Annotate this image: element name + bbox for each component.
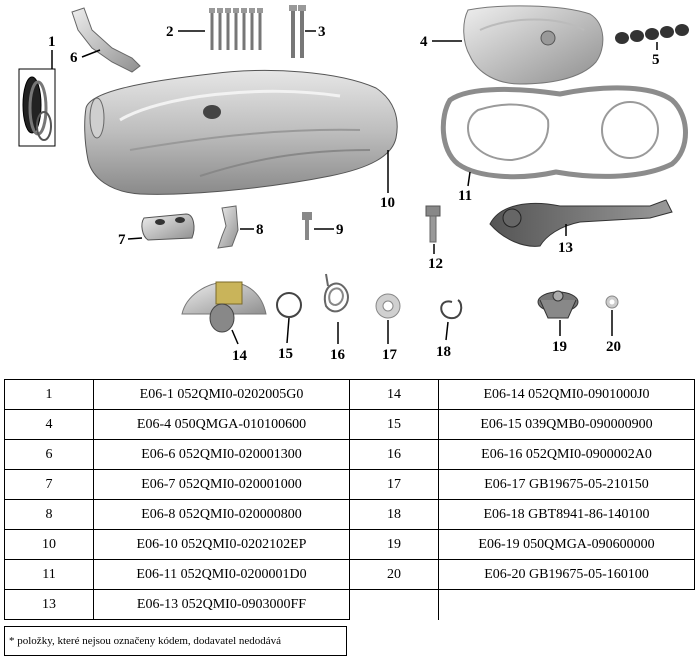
callout-18: 18 [436, 344, 451, 360]
callout-15: 15 [278, 346, 293, 362]
left-part-number: 1 [4, 379, 94, 410]
part-14-gear [181, 281, 267, 333]
callout-6: 6 [70, 50, 78, 66]
right-part-number: 14 [349, 379, 439, 410]
callout-3: 3 [318, 24, 326, 40]
table-row: 6 E06-6 052QMI0-020001300 16 E06-16 052Q… [4, 439, 695, 470]
left-part-code: E06-13 052QMI0-0903000FF [93, 589, 350, 620]
left-part-number: 4 [4, 409, 94, 440]
right-part-code: E06-20 GB19675-05-160100 [438, 559, 695, 590]
table-row: 13 E06-13 052QMI0-0903000FF [4, 589, 695, 620]
part-18-circlip [440, 299, 463, 320]
parts-table: 1 E06-1 052QMI0-0202005G0 14 E06-14 052Q… [4, 379, 695, 620]
left-part-code: E06-8 052QMI0-020000800 [93, 499, 350, 530]
callout-13: 13 [558, 240, 573, 256]
right-part-number: 16 [349, 439, 439, 470]
table-row: 11 E06-11 052QMI0-0200001D0 20 E06-20 GB… [4, 559, 695, 590]
left-part-code: E06-7 052QMI0-020001000 [93, 469, 350, 500]
table-row: 10 E06-10 052QMI0-0202102EP 19 E06-19 05… [4, 529, 695, 560]
part-6-bracket [71, 7, 141, 73]
left-part-code: E06-1 052QMI0-0202005G0 [93, 379, 350, 410]
empty-cell [349, 589, 439, 620]
part-8-bracket [217, 205, 239, 249]
table-row: 8 E06-8 052QMI0-020000800 18 E06-18 GBT8… [4, 499, 695, 530]
part-4-cover-plate [463, 5, 604, 85]
callout-9: 9 [336, 222, 344, 238]
right-part-number: 17 [349, 469, 439, 500]
left-part-number: 6 [4, 439, 94, 470]
right-part-code: E06-18 GBT8941-86-140100 [438, 499, 695, 530]
callout-4: 4 [420, 34, 428, 50]
table-row: 7 E06-7 052QMI0-020001000 17 E06-17 GB19… [4, 469, 695, 500]
right-part-number: 20 [349, 559, 439, 590]
right-part-code: E06-15 039QMB0-090000900 [438, 409, 695, 440]
callout-12: 12 [428, 256, 443, 272]
callout-19: 19 [552, 339, 567, 355]
part-17-washer [375, 293, 401, 319]
footnote: * položky, které nejsou označeny kódem, … [4, 626, 347, 656]
empty-cell [438, 589, 695, 620]
left-part-number: 8 [4, 499, 94, 530]
callout-16: 16 [330, 347, 346, 363]
part-19-bracket [537, 290, 579, 319]
left-part-code: E06-11 052QMI0-0200001D0 [93, 559, 350, 590]
part-10-crankcase-cover [84, 69, 398, 195]
part-2-bolts [209, 8, 263, 50]
part-11-gasket [440, 85, 688, 180]
part-15-o-ring [276, 292, 302, 318]
callout-20: 20 [606, 339, 621, 355]
right-part-code: E06-17 GB19675-05-210150 [438, 469, 695, 500]
part-20-small-washer [605, 295, 619, 309]
right-part-code: E06-14 052QMI0-0901000J0 [438, 379, 695, 410]
part-13-kick-starter [489, 199, 673, 247]
part-12-bolt [425, 205, 441, 243]
part-16-spring [323, 273, 349, 313]
right-part-number: 18 [349, 499, 439, 530]
table-row: 1 E06-1 052QMI0-0202005G0 14 E06-14 052Q… [4, 379, 695, 410]
left-part-number: 11 [4, 559, 94, 590]
part-5-screws [615, 24, 689, 44]
part-1-belt [18, 68, 56, 147]
callout-17: 17 [382, 347, 398, 363]
part-7-cap [141, 213, 195, 241]
left-part-code: E06-6 052QMI0-020001300 [93, 439, 350, 470]
left-part-code: E06-4 050QMGA-010100600 [93, 409, 350, 440]
right-part-code: E06-16 052QMI0-0900002A0 [438, 439, 695, 470]
left-part-code: E06-10 052QMI0-0202102EP [93, 529, 350, 560]
callout-2: 2 [166, 24, 174, 40]
callout-1: 1 [48, 34, 56, 50]
right-part-number: 19 [349, 529, 439, 560]
callout-10: 10 [380, 195, 395, 211]
callout-8: 8 [256, 222, 264, 238]
exploded-parts-diagram: 1 6 2 3 10 [18, 5, 689, 364]
left-part-number: 10 [4, 529, 94, 560]
table-row: 4 E06-4 050QMGA-010100600 15 E06-15 039Q… [4, 409, 695, 440]
callout-14: 14 [232, 348, 248, 364]
callout-5: 5 [652, 52, 660, 68]
callout-7: 7 [118, 232, 126, 248]
left-part-number: 13 [4, 589, 94, 620]
callout-11: 11 [458, 188, 472, 204]
right-part-code: E06-19 050QMGA-090600000 [438, 529, 695, 560]
part-3-bolts [289, 5, 306, 58]
part-9-bolt [302, 212, 312, 240]
left-part-number: 7 [4, 469, 94, 500]
right-part-number: 15 [349, 409, 439, 440]
